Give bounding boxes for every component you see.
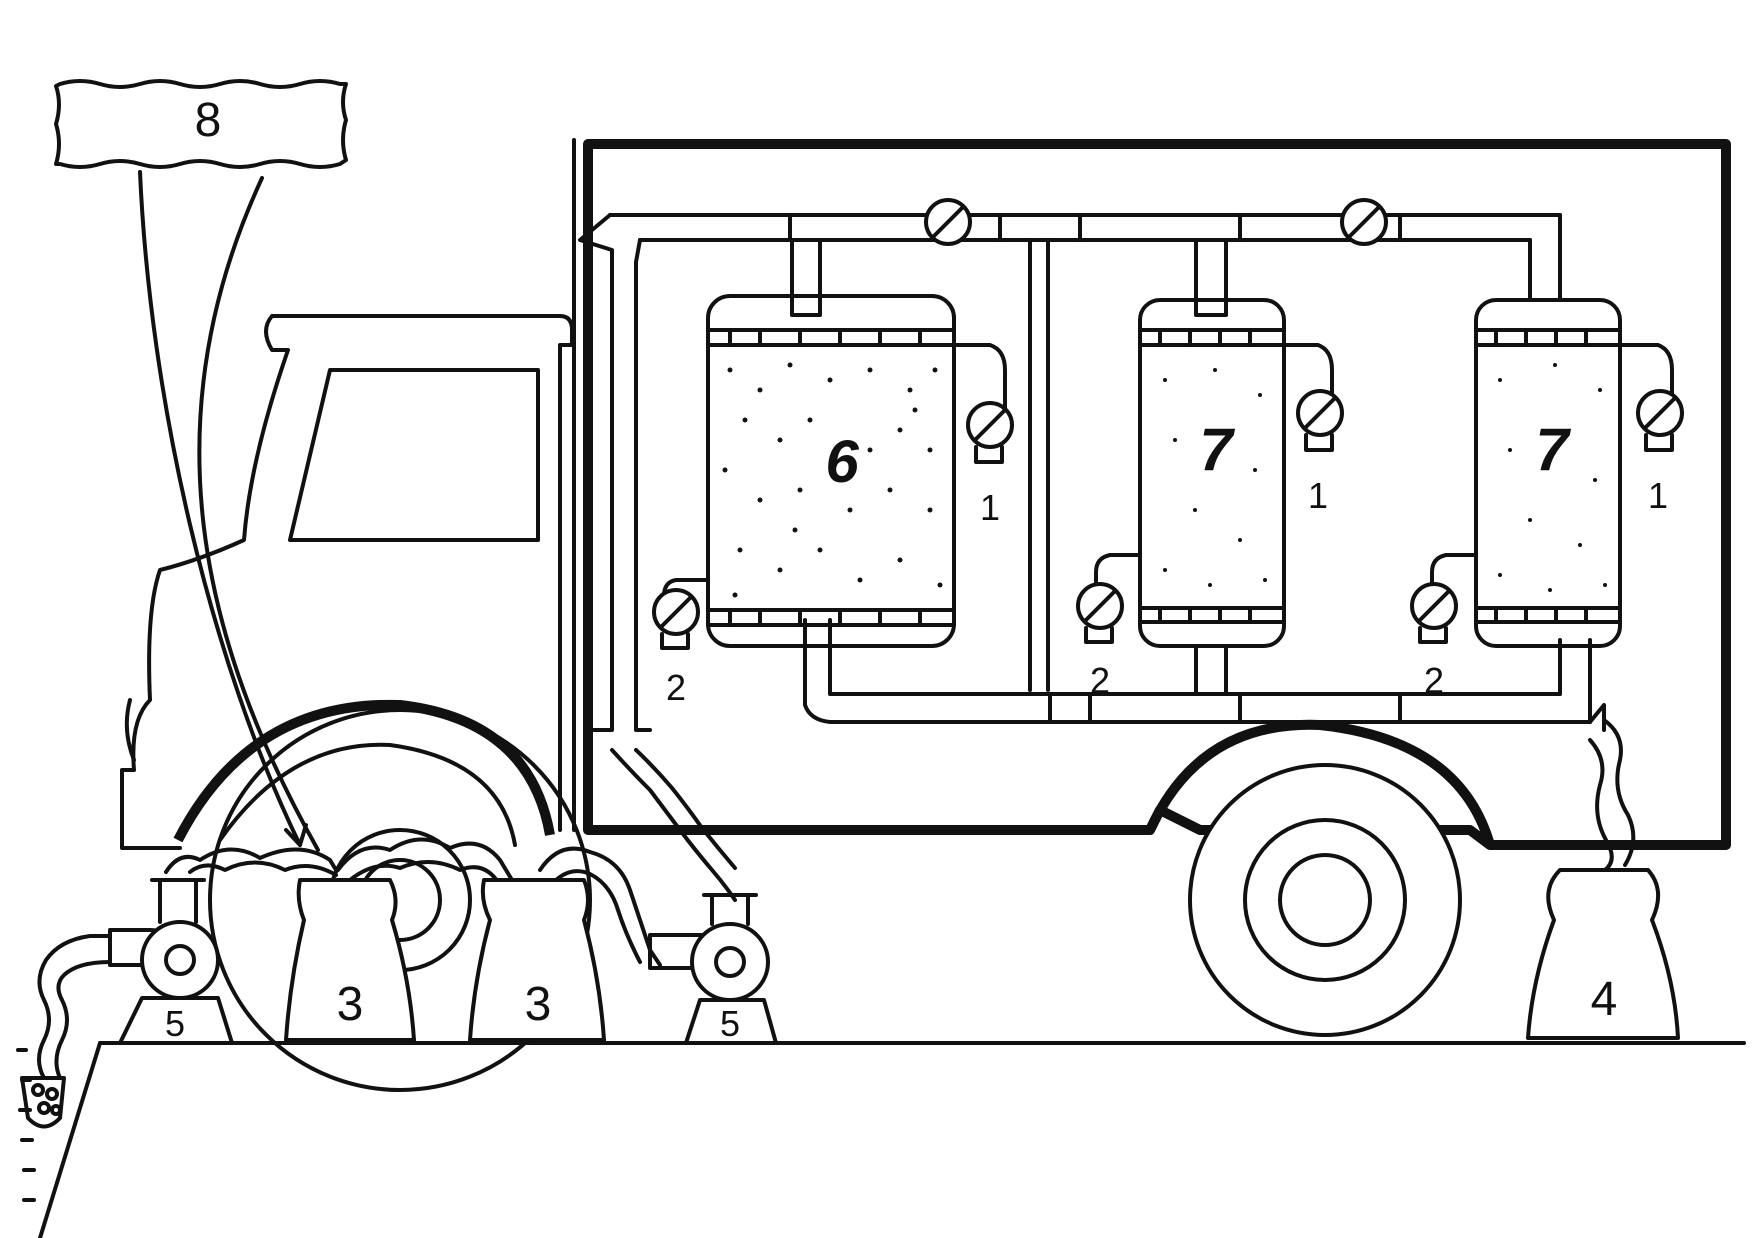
pump-5-right-label: 5 xyxy=(720,1003,740,1044)
top-valve-right xyxy=(1340,198,1388,246)
truck-cab xyxy=(120,314,574,850)
pump-5-right: 5 xyxy=(648,893,778,1045)
hoses xyxy=(37,718,1636,1080)
ground xyxy=(16,1041,1746,1238)
tank-3-right: 3 xyxy=(468,878,606,1042)
bottom-collection-pipe xyxy=(803,618,1606,732)
valve-1-filter-6-label: 1 xyxy=(980,487,1000,528)
valve-2-filter-7-middle-label: 2 xyxy=(1090,660,1110,701)
tank-3-left: 3 xyxy=(284,878,416,1042)
filter-6-label: 6 xyxy=(825,428,859,495)
pump-5-left: 5 xyxy=(108,878,234,1045)
truck-van-body xyxy=(572,138,1731,850)
filter-7-middle-label: 7 xyxy=(1199,416,1235,483)
filter-7-middle: 7 xyxy=(1138,238,1286,696)
valve-2-filter-7-middle: 2 xyxy=(1076,553,1142,701)
pump-5-left-label: 5 xyxy=(165,1003,185,1044)
valve-1-filter-7-middle-label: 1 xyxy=(1308,475,1328,516)
filter-6: 6 xyxy=(706,238,956,648)
filter-7-right-media xyxy=(1498,363,1607,592)
tank-3-left-label: 3 xyxy=(337,978,364,1031)
valve-1-filter-7-right: 1 xyxy=(1618,343,1684,516)
valve-1-filter-6: 1 xyxy=(952,343,1014,528)
tank-3-right-label: 3 xyxy=(525,978,552,1031)
filter-7-right-label: 7 xyxy=(1535,416,1571,483)
valve-2-filter-6: 2 xyxy=(652,578,710,708)
filter-7-middle-media xyxy=(1163,368,1267,587)
valve-1-filter-7-right-label: 1 xyxy=(1648,475,1668,516)
filter-6-media xyxy=(722,362,943,598)
valve-2-filter-6-label: 2 xyxy=(666,667,686,708)
tank-4-label: 4 xyxy=(1591,973,1618,1026)
intake-strainer xyxy=(20,1076,66,1129)
valve-2-filter-7-right-label: 2 xyxy=(1424,660,1444,701)
valve-1-filter-7-middle: 1 xyxy=(1282,343,1344,516)
filter-7-right: 7 xyxy=(1474,298,1622,648)
tank-4: 4 xyxy=(1526,868,1680,1040)
top-valve-left xyxy=(924,198,972,246)
rear-wheel xyxy=(1145,719,1495,1037)
box-8-label: 8 xyxy=(195,94,222,147)
valve-2-filter-7-right: 2 xyxy=(1410,553,1478,701)
top-distribution-pipe xyxy=(578,213,1562,732)
